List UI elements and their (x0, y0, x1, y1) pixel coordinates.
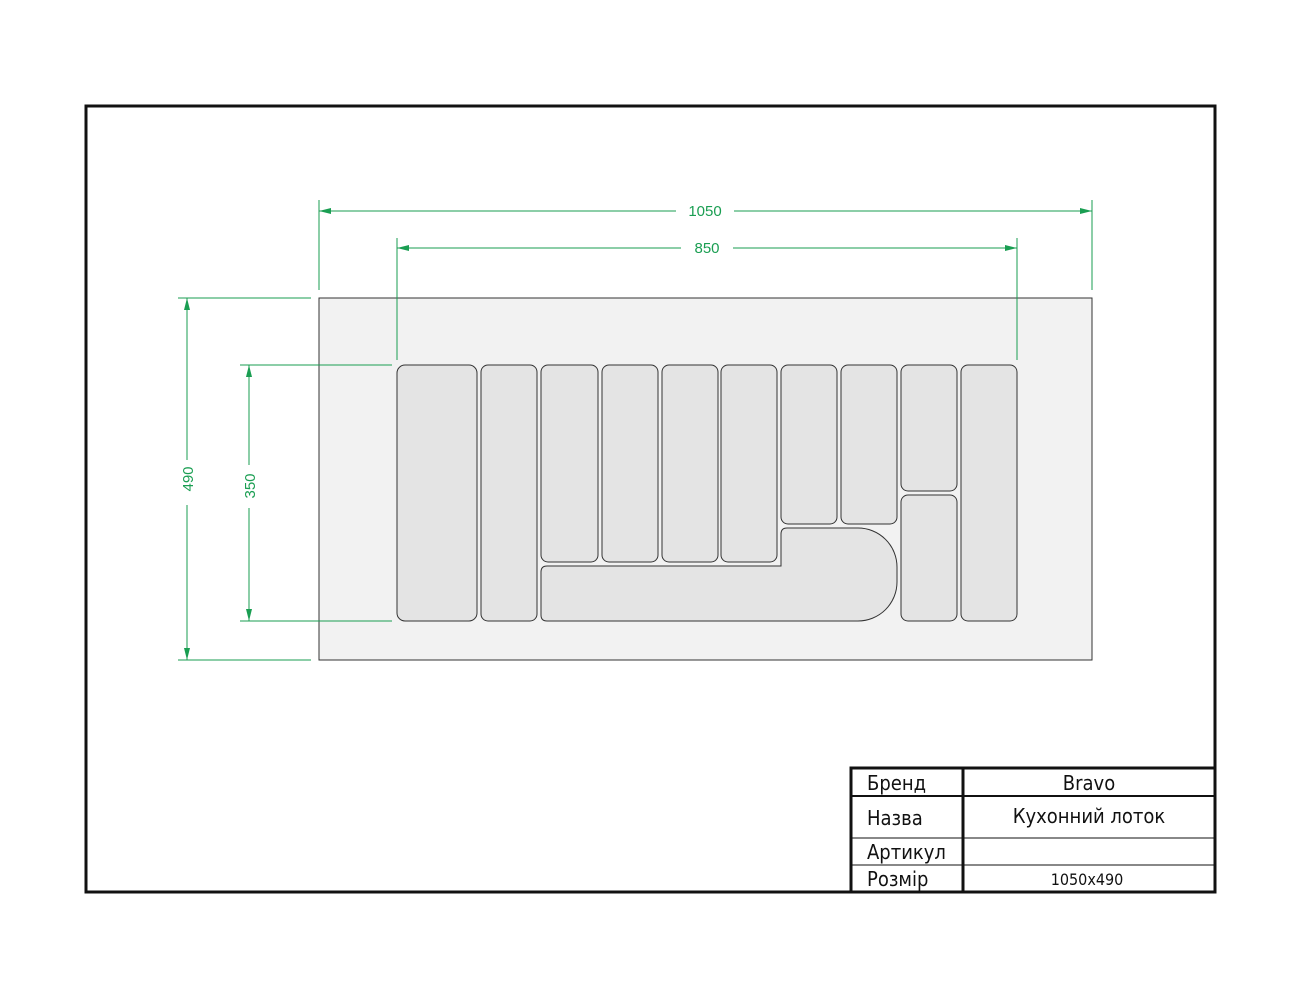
dimension-label-inner-width: 850 (694, 240, 719, 257)
dimension-total-height (178, 297, 311, 661)
title-block-label-size: Розмір (867, 867, 928, 891)
dimension-inner-height (240, 364, 392, 622)
compartment-8 (840, 364, 898, 525)
compartment-7 (780, 364, 838, 525)
compartment-tall-right (960, 364, 1018, 622)
title-block-value-brand: Bravo (1063, 771, 1115, 795)
dimension-label-total-height: 490 (180, 466, 197, 491)
dimension-label-total-width: 1050 (688, 203, 721, 220)
compartment-6 (720, 364, 778, 563)
compartment-tall-2 (480, 364, 538, 622)
title-block-label-name: Назва (867, 806, 923, 830)
compartment-3 (540, 364, 599, 563)
title-block-value-size: 1050x490 (1051, 870, 1124, 889)
dimension-inner-width (396, 238, 1018, 360)
title-block-label-article: Артикул (867, 840, 946, 864)
compartment-large-left (396, 364, 478, 622)
compartment-9-bottom (900, 494, 958, 622)
title-block: Бренд Bravo Назва Кухонний лоток Артикул… (849, 766, 1217, 894)
dimension-label-inner-height: 350 (242, 473, 259, 498)
title-block-value-name: Кухонний лоток (1013, 804, 1166, 828)
compartment-9-top (900, 364, 958, 492)
dimension-total-width (318, 200, 1093, 290)
tray-compartments (396, 364, 1018, 622)
compartment-4 (601, 364, 659, 563)
compartment-5 (661, 364, 719, 563)
title-block-label-brand: Бренд (867, 771, 926, 795)
compartment-l-shaped (540, 527, 898, 622)
